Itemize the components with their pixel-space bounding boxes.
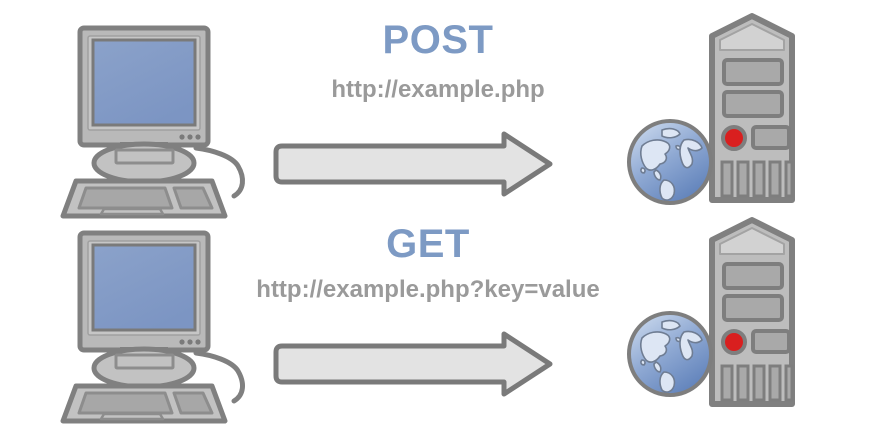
- post-row-arrow: [276, 134, 550, 194]
- post-row-source-computer: [63, 28, 243, 216]
- get-row-globe: [627, 311, 713, 397]
- post-row-target-server: [712, 16, 792, 200]
- get-row-source-computer: [63, 233, 243, 421]
- post-row-globe: [627, 119, 713, 205]
- get-row-target-server: [712, 220, 792, 404]
- get-row-arrow: [276, 334, 550, 394]
